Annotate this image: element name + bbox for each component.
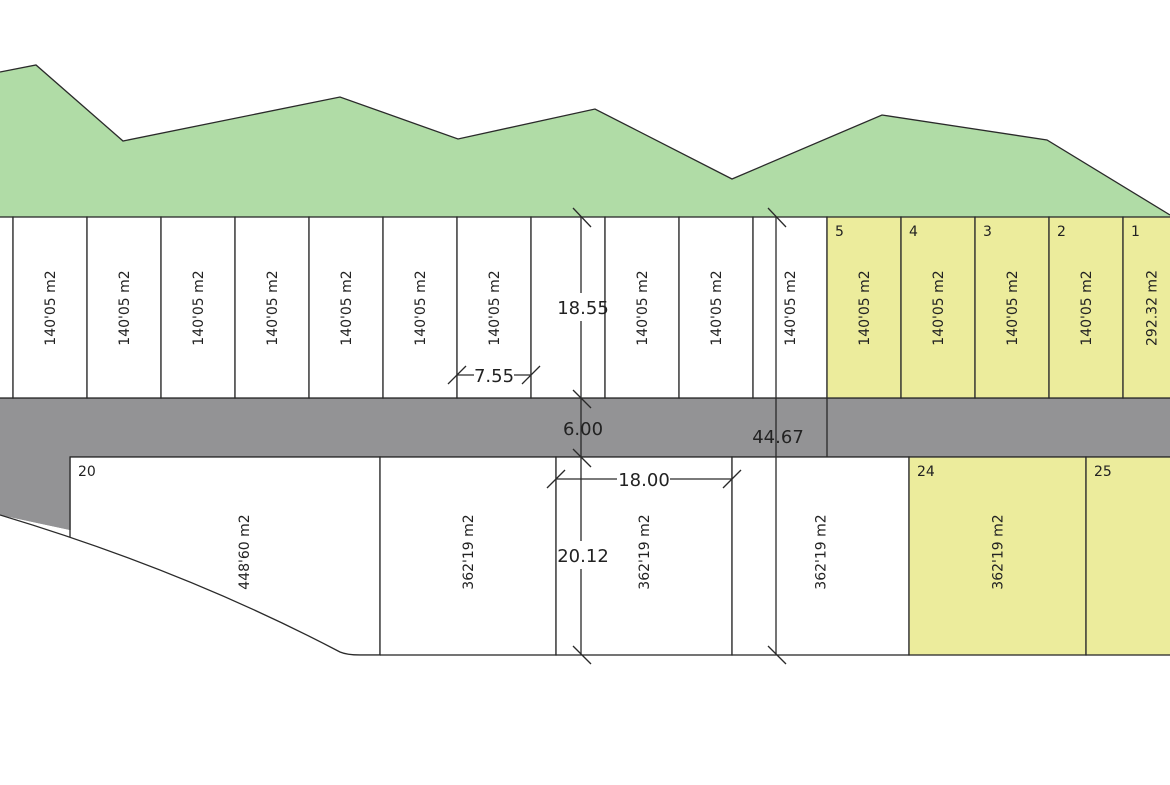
lot-parcel <box>456 216 532 399</box>
lot-parcel <box>86 216 162 399</box>
lot-area-label: 362'19 m2 <box>637 514 653 589</box>
dimension-lines <box>447 207 787 665</box>
top-lot-t-k: 140'05 m2 <box>678 216 754 399</box>
lot-number: 2 <box>1057 224 1066 240</box>
lot-number: 4 <box>909 224 918 240</box>
dim-tick <box>572 645 592 665</box>
lot-area-label: 140'05 m2 <box>931 270 947 345</box>
top-lot-3: 3 140'05 m2 <box>974 216 1050 399</box>
lot-parcel <box>974 216 1050 399</box>
lot-area-label: 140'05 m2 <box>191 270 207 345</box>
lot-parcel <box>604 216 680 399</box>
lot-parcel <box>160 216 236 399</box>
lot-area-label: 362'19 m2 <box>461 514 477 589</box>
lot-parcel <box>731 456 910 656</box>
dim-tick <box>572 448 592 468</box>
lot-20-outside-mask <box>0 515 380 700</box>
dim-tick <box>447 365 467 385</box>
lot-parcel <box>308 216 384 399</box>
top-lot-2: 2 140'05 m2 <box>1048 216 1124 399</box>
top-lot-t-a <box>0 216 14 399</box>
top-lot-t-j: 140'05 m2 <box>604 216 680 399</box>
lot-area-label: 140'05 m2 <box>487 270 503 345</box>
dim-tick <box>767 207 787 228</box>
lot-area-label: 140'05 m2 <box>857 270 873 345</box>
lot-parcel <box>0 216 14 399</box>
lot-parcel <box>234 216 310 399</box>
dim-label-top-depth: 18.55 <box>557 298 609 319</box>
lot-parcel <box>678 216 754 399</box>
lot-area-label: 448'60 m2 <box>237 514 253 589</box>
lot-area-label: 362'19 m2 <box>814 514 830 589</box>
top-lot-4: 4 140'05 m2 <box>900 216 976 399</box>
top-lot-t-h: 140'05 m2 <box>456 216 532 399</box>
dim-label-road-width: 6.00 <box>563 419 603 440</box>
dim-tick <box>572 389 592 409</box>
lot-area-label: 292.32 m2 <box>1145 270 1161 346</box>
dimension-labels: 18.55 7.55 6.00 44.67 18.00 20.12 <box>474 293 804 569</box>
lot-area-label: 140'05 m2 <box>1005 270 1021 345</box>
lot-area-label: 140'05 m2 <box>783 270 799 345</box>
dim-label-bottom-depth: 20.12 <box>557 546 609 567</box>
dim-tick <box>722 469 742 489</box>
top-lot-t-c: 140'05 m2 <box>86 216 162 399</box>
top-lot-t-l: 140'05 m2 <box>752 216 828 399</box>
green-area-boundary <box>0 64 1170 216</box>
lot-parcel <box>900 216 976 399</box>
top-lot-5: 5 140'05 m2 <box>826 216 902 399</box>
road <box>0 398 1170 530</box>
lot-parcel <box>1122 216 1170 399</box>
top-lot-t-f: 140'05 m2 <box>308 216 384 399</box>
top-lot-t-e: 140'05 m2 <box>234 216 310 399</box>
dim-tick <box>767 645 787 665</box>
lot-number: 3 <box>983 224 992 240</box>
lot-number: 24 <box>917 464 935 480</box>
bottom-lot-24: 24 362'19 m2 <box>908 456 1087 656</box>
lot-area-label: 140'05 m2 <box>1079 270 1095 345</box>
dim-label-bottom-width: 18.00 <box>618 470 670 491</box>
lot-number: 1 <box>1131 224 1140 240</box>
top-lot-t-b: 140'05 m2 <box>12 216 88 399</box>
lot-area-label: 362'19 m2 <box>991 514 1007 589</box>
lot-area-label: 140'05 m2 <box>635 270 651 345</box>
lot-area-label: 140'05 m2 <box>339 270 355 345</box>
lot-parcel <box>382 216 458 399</box>
dim-label-overall-depth: 44.67 <box>752 427 804 448</box>
bottom-lot-b-23: 362'19 m2 <box>731 456 910 656</box>
lot-number: 20 <box>78 464 96 480</box>
dim-tick <box>572 207 592 228</box>
lot-number: 25 <box>1094 464 1112 480</box>
top-lot-row: 140'05 m2 140'05 m2 140'05 m2 140'05 m2 140'… <box>0 216 1170 399</box>
lot-parcel <box>1085 456 1170 656</box>
dim-label-top-width: 7.55 <box>474 366 514 387</box>
lot-parcel <box>752 216 828 399</box>
top-lot-t-g: 140'05 m2 <box>382 216 458 399</box>
lot-area-label: 140'05 m2 <box>413 270 429 345</box>
green-area <box>0 65 1170 217</box>
bottom-lot-b-21: 362'19 m2 <box>379 456 557 656</box>
top-lot-t-d: 140'05 m2 <box>160 216 236 399</box>
lot-parcel <box>379 456 557 656</box>
lot-20-curved-boundary <box>0 514 380 656</box>
lot-number: 5 <box>835 224 844 240</box>
top-lot-1: 1 292.32 m2 <box>1122 216 1170 399</box>
lot-area-label: 140'05 m2 <box>709 270 725 345</box>
bottom-lot-25: 25 <box>1085 456 1170 656</box>
lot-parcel <box>908 456 1087 656</box>
lot-area-label: 140'05 m2 <box>265 270 281 345</box>
dim-tick <box>521 365 541 385</box>
dim-tick <box>546 469 566 489</box>
road-wedge <box>0 457 70 530</box>
lot-area-label: 140'05 m2 <box>43 270 59 345</box>
lot-area-label: 140'05 m2 <box>117 270 133 345</box>
